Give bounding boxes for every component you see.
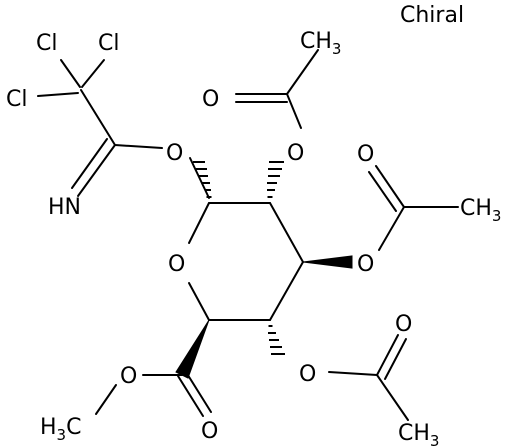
bond-c2-c3 <box>269 202 304 263</box>
atom-cl-3: Cl <box>6 87 27 112</box>
atom-o-carbonyl-3: O <box>395 312 412 337</box>
bond-cimine-o <box>114 144 163 149</box>
atom-cl-1: Cl <box>36 31 57 56</box>
bond-ac3-co-1 <box>376 334 399 376</box>
bond-cl2-c <box>81 59 105 88</box>
bond-c-n-1 <box>77 144 116 197</box>
bond-ac3-ch3 <box>376 374 409 421</box>
chiral-label: Chiral <box>400 3 464 28</box>
methyl-labels: CH3 CH3 CH3 H3C <box>40 29 501 446</box>
methyl-bottom-right: CH3 <box>398 421 439 446</box>
atom-o-c2: O <box>287 141 304 166</box>
bond-ac3-co-2 <box>384 338 407 380</box>
atom-o-c3: O <box>357 252 374 277</box>
bond-ester-co-2 <box>185 371 212 413</box>
atom-cl-2: Cl <box>98 31 119 56</box>
atom-o-ester-carbonyl: O <box>201 419 218 444</box>
atom-o-imidate: O <box>166 141 183 166</box>
atom-nh: HN <box>48 195 81 220</box>
bond-cl3-c <box>37 92 79 97</box>
bond-c-n-2 <box>71 138 108 189</box>
methyl-top: CH3 <box>300 29 341 58</box>
atom-o-carbonyl-1: O <box>202 87 219 112</box>
bonds <box>37 49 459 421</box>
bond-ac2-co-1 <box>375 165 405 208</box>
wedge-c3-o <box>302 255 353 269</box>
bond-ac2-o-c <box>378 206 405 251</box>
atom-o-carbonyl-2: O <box>357 142 374 167</box>
bond-ac3-o-c <box>328 371 378 376</box>
bond-c5-oring <box>188 282 210 321</box>
atom-o-ring: O <box>168 252 185 277</box>
bond-oring-c1 <box>188 202 210 244</box>
bond-ac2-co-2 <box>368 171 397 212</box>
atom-o-ester: O <box>120 364 137 389</box>
bond-ac1-ch3 <box>286 49 319 95</box>
bond-ac1-co-o <box>286 93 302 129</box>
bond-o-c1 <box>189 157 210 199</box>
bond-ester-o-ch3 <box>95 384 117 415</box>
atom-labels: Cl Cl Cl HN O O O O O O O O O O <box>6 31 412 444</box>
wedge-c5-cester <box>175 319 210 379</box>
stereo-bonds <box>175 161 353 379</box>
bond-cl1-c <box>60 59 81 88</box>
bond-ester-co-1 <box>177 375 204 417</box>
methyl-ester: H3C <box>40 415 81 444</box>
bond-ccl3-cimine <box>80 89 116 146</box>
atom-o-c4: O <box>299 362 316 387</box>
methyl-right: CH3 <box>460 196 501 225</box>
bond-c3-c4 <box>269 261 304 321</box>
